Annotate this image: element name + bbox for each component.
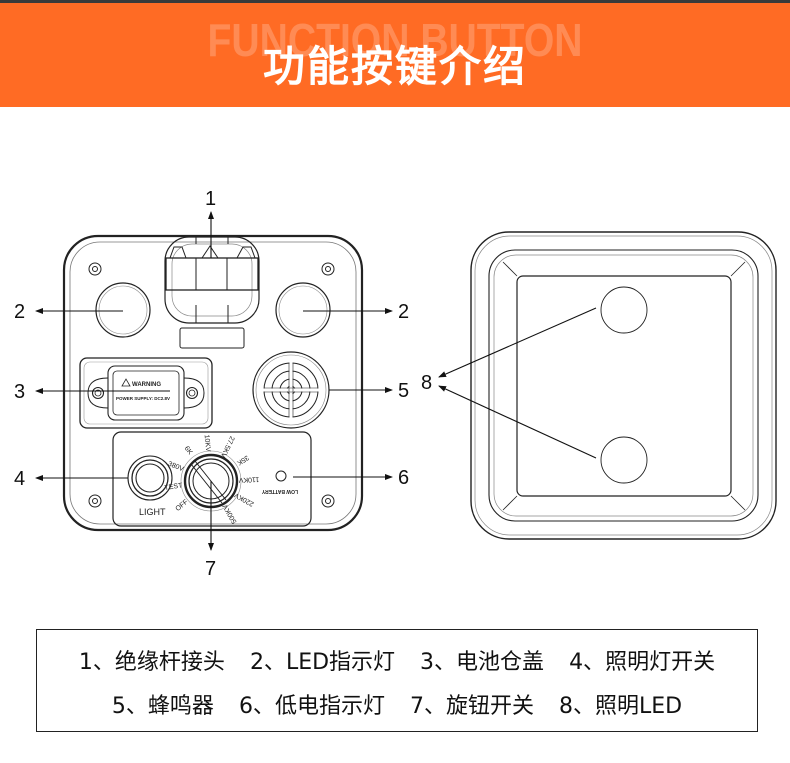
front-body-outline — [62, 234, 364, 532]
light-switch — [127, 455, 173, 501]
callout-4: 4 — [14, 468, 25, 490]
legend-num: 8、 — [558, 694, 595, 719]
dial-position-label: 500KV — [222, 503, 239, 525]
legend-num: 3、 — [420, 650, 457, 675]
legend-box: 1、绝缘杆接头 2、LED指示灯 3、电池仓盖 4、照明灯开关 5、蜂鸣器 6、… — [36, 629, 758, 732]
dial-position-label: 6K — [183, 445, 194, 456]
legend-label: 蜂鸣器 — [147, 694, 214, 719]
front-body-inner — [69, 241, 357, 525]
dial-position-label: OFF — [174, 499, 189, 513]
callout-leaders — [35, 211, 597, 551]
callout-1: 1 — [205, 188, 216, 210]
screw-icon — [88, 262, 102, 276]
legend-item: 6、低电指示灯 — [239, 694, 385, 719]
dial-position-label: 10KV — [203, 434, 212, 452]
legend-item: 7、旋钮开关 — [410, 694, 534, 719]
dial-position-label: 220KV — [233, 491, 255, 507]
led-indicator-right — [275, 282, 331, 338]
insulating-rod-connector — [164, 236, 260, 324]
legend-label: 照明灯开关 — [605, 650, 716, 675]
callout-6: 6 — [398, 467, 409, 489]
legend-line-2: 5、蜂鸣器 6、低电指示灯 7、旋钮开关 8、照明LED — [37, 688, 757, 720]
screw-icon — [88, 494, 102, 508]
legend-num: 7、 — [409, 694, 446, 719]
callout-8: 8 — [421, 372, 432, 394]
front-view — [62, 234, 364, 532]
low-battery-label: LOW BATTERY — [261, 488, 298, 494]
legend-item: 3、电池仓盖 — [420, 650, 544, 675]
callout-2-left: 2 — [14, 301, 25, 323]
rear-body-outline — [470, 231, 777, 540]
legend-label: 旋钮开关 — [445, 694, 534, 719]
legend-label: 照明LED — [594, 694, 683, 719]
banner-title-zh: 功能按键介绍 — [262, 42, 527, 91]
led-indicator-left — [95, 282, 151, 338]
buzzer-grille — [252, 351, 330, 429]
lighting-led-bottom — [600, 436, 648, 484]
legend-num: 6、 — [238, 694, 275, 719]
legend-num: 2、 — [249, 650, 286, 675]
legend-label: 绝缘杆接头 — [114, 650, 225, 675]
legend-label: 电池仓盖 — [456, 650, 545, 675]
legend-num: 5、 — [111, 694, 148, 719]
rear-panel — [516, 275, 732, 497]
screw-icon — [321, 262, 335, 276]
legend-item: 4、照明灯开关 — [569, 650, 715, 675]
legend-item: 8、照明LED — [559, 694, 682, 719]
callout-2-right: 2 — [398, 301, 409, 323]
label-plate — [179, 327, 245, 349]
top-photo-strip — [0, 0, 790, 3]
legend-item: 1、绝缘杆接头 — [79, 650, 225, 675]
warning-title: WARNING — [132, 382, 161, 388]
control-panel — [112, 431, 312, 527]
callout-3: 3 — [14, 381, 25, 403]
low-battery-led — [275, 470, 287, 482]
legend-num: 4、 — [569, 650, 606, 675]
dial-position-label: 380V — [167, 461, 185, 474]
battery-cover — [79, 357, 213, 429]
callout-7: 7 — [205, 558, 216, 580]
header-banner: FUNCTION BUTTON 功能按键介绍 — [0, 3, 790, 107]
dial-position-label: TEST — [164, 482, 183, 492]
dial-position-label: 110KV — [238, 475, 259, 483]
lighting-led-top — [600, 286, 648, 334]
device-diagram: WARNING POWER SUPPLY: DC2.8V LIGHT LOW B… — [14, 188, 777, 580]
legend-item: 2、LED指示灯 — [250, 650, 395, 675]
dial-position-label: 35K — [235, 453, 250, 466]
legend-label: 低电指示灯 — [274, 694, 385, 719]
warning-text: POWER SUPPLY: DC2.8V — [116, 396, 170, 401]
rear-view — [470, 231, 777, 540]
legend-label: LED指示灯 — [285, 650, 396, 675]
light-label: LIGHT — [139, 507, 166, 517]
banner-title-en: FUNCTION BUTTON — [207, 14, 583, 66]
dial-position-label: 27.5KV — [219, 435, 235, 459]
callout-5: 5 — [398, 380, 409, 402]
legend-line-1: 1、绝缘杆接头 2、LED指示灯 3、电池仓盖 4、照明灯开关 — [37, 644, 757, 676]
legend-num: 1、 — [78, 650, 115, 675]
legend-item: 5、蜂鸣器 — [112, 694, 214, 719]
warning-triangle-icon — [121, 378, 131, 387]
screw-icon — [321, 494, 335, 508]
